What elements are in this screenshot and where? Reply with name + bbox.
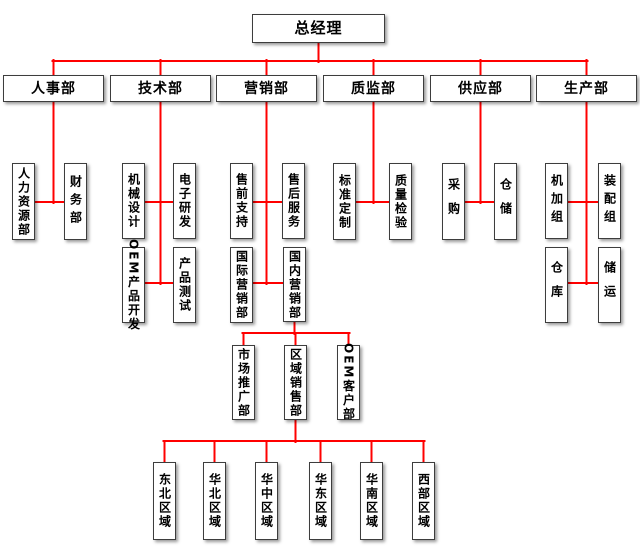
node-procurement: 采购 bbox=[442, 163, 465, 240]
node-oem-customer: OEM客户部 bbox=[337, 343, 360, 422]
node-standard-customization: 标准定制 bbox=[333, 163, 356, 240]
node-international-marketing: 国际营销部 bbox=[230, 247, 253, 323]
node-northeast-region: 东北区域 bbox=[153, 462, 176, 540]
node-storage-transport: 储运 bbox=[598, 247, 621, 323]
node-machining-group: 机加组 bbox=[545, 163, 568, 239]
node-north-china-region: 华北区域 bbox=[203, 462, 226, 540]
node-mechanical-design: 机械设计 bbox=[122, 163, 145, 239]
node-central-china-region: 华中区域 bbox=[255, 462, 278, 540]
node-aftersales-service: 售后服务 bbox=[282, 163, 305, 239]
node-supply-dept: 供应部 bbox=[430, 75, 531, 102]
node-domestic-marketing: 国内营销部 bbox=[283, 247, 306, 322]
node-general-manager: 总经理 bbox=[252, 14, 385, 43]
node-product-testing: 产品测试 bbox=[173, 247, 196, 323]
node-market-promotion: 市场推广部 bbox=[232, 345, 255, 420]
node-west-region: 西部区域 bbox=[412, 462, 435, 540]
node-assembly-group: 装配组 bbox=[598, 163, 621, 239]
node-regional-sales: 区域销售部 bbox=[284, 345, 307, 420]
node-finance: 财务部 bbox=[64, 163, 87, 240]
node-electronics-rd: 电子研发 bbox=[173, 163, 196, 239]
node-south-china-region: 华南区域 bbox=[360, 462, 383, 540]
node-human-resources: 人力资源部 bbox=[12, 163, 35, 240]
node-marketing-dept: 营销部 bbox=[216, 75, 317, 102]
node-oem-product-development: OEM产品开发 bbox=[122, 239, 145, 331]
node-technology-dept: 技术部 bbox=[110, 75, 211, 102]
node-warehousing: 仓储 bbox=[494, 163, 517, 240]
node-hr-dept: 人事部 bbox=[3, 75, 104, 102]
node-production-dept: 生产部 bbox=[536, 75, 637, 102]
node-quality-inspection: 质量检验 bbox=[389, 163, 412, 240]
node-presales-support: 售前支持 bbox=[230, 163, 253, 239]
node-warehouse: 仓库 bbox=[545, 247, 568, 323]
node-quality-supervision-dept: 质监部 bbox=[323, 75, 424, 102]
node-east-china-region: 华东区域 bbox=[309, 462, 332, 540]
